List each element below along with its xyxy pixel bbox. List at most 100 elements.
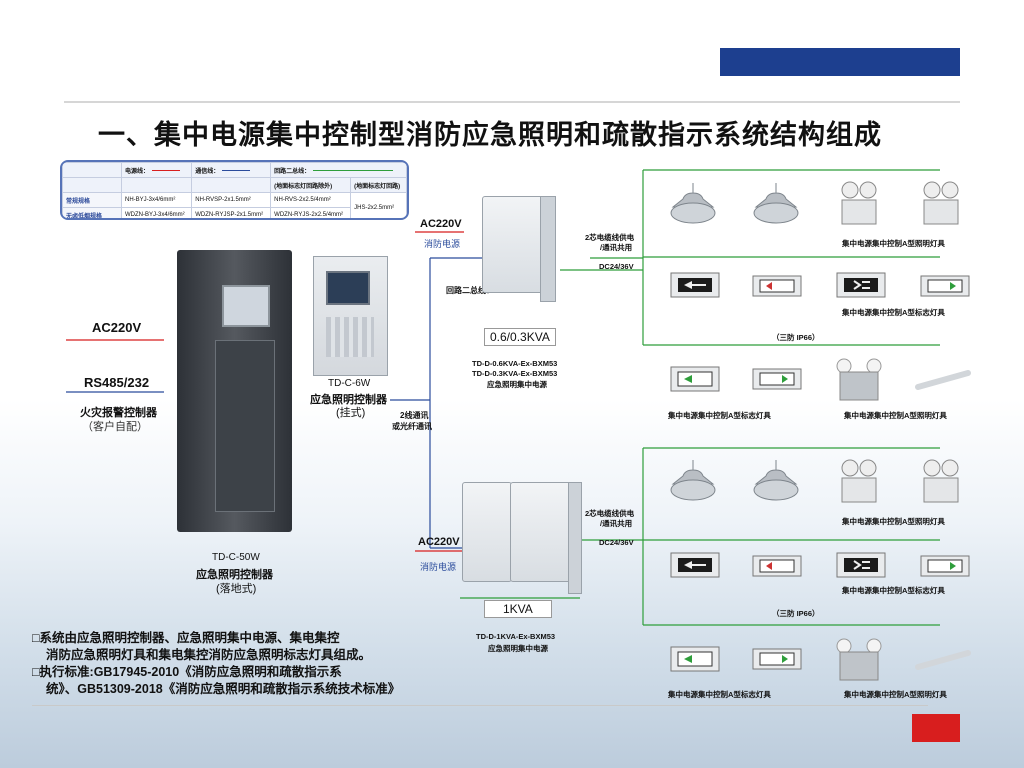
lower-ac220v-label: AC220V (418, 536, 460, 548)
upper-exit-sign-2 (752, 275, 802, 302)
lower-lamp-a-label-2: 集中电源集中控制A型照明灯具 (844, 690, 947, 699)
lower-twin-spot-lamp-1 (838, 458, 880, 511)
lower-hanging-lamp-2 (748, 460, 804, 511)
legend-row1-name: 常规规格 (62, 192, 122, 208)
note-line-3: □执行标准:GB17945-2010《消防应急照明和疏散指示系 (32, 665, 342, 679)
upper-cable-label-2: /通讯共用 (600, 243, 633, 252)
lower-tube-lamp (914, 650, 972, 675)
wall-controller-note: (挂式) (336, 407, 366, 419)
upper-twin-spot-lamp-2 (920, 180, 962, 233)
comm-mode-label-2: 或光纤通讯 (392, 422, 432, 431)
note-line-1: □系统由应急照明控制器、应急照明集中电源、集电集控 (32, 631, 340, 645)
cabinet-screen (222, 285, 270, 327)
lower-ip-label: （三防 IP66） (772, 609, 820, 618)
left-ac220v-label: AC220V (92, 320, 142, 335)
lower-exit-sign-3 (836, 552, 886, 583)
floor-controller-note: (落地式) (216, 583, 257, 595)
upper-ac220v-label: AC220V (420, 218, 462, 230)
wall-controller-model: TD-C-6W (328, 378, 371, 389)
lower-twin-spot-lamp-2 (920, 458, 962, 511)
lower-dc-label: DC24/36V (599, 538, 634, 547)
loop-line-swatch (313, 170, 394, 172)
legend-power-header: 电源线： (120, 162, 193, 178)
lower-exit-sign-6 (752, 648, 802, 675)
legend-blank-a (62, 177, 122, 193)
upper-lamp-a-label: 集中电源集中控制A型照明灯具 (842, 239, 945, 248)
lower-fire-power-label: 消防电源 (420, 562, 457, 572)
lower-capacity-label: 1KVA (484, 600, 552, 618)
upper-power-unit-name: 应急照明集中电源 (487, 380, 547, 389)
upper-model-2: TD-D-0.3KVA-Ex-BXM53 (472, 369, 558, 378)
legend-row2-loop: WDZN-RYJS-2x2.5/4mm² (270, 207, 352, 218)
comm-mode-label-1: 2线通讯 (400, 411, 429, 420)
upper-sign-a-label-2: 集中电源集中控制A型标志灯具 (668, 411, 771, 420)
upper-power-unit-image (482, 196, 546, 293)
lower-power-unit-bracket (568, 482, 582, 594)
lower-power-unit-name: 应急照明集中电源 (488, 644, 548, 653)
lower-cable-label-2: /通讯共用 (600, 519, 633, 528)
upper-loop-bus-label: 回路二总线： (446, 286, 494, 295)
lower-exit-sign-4 (920, 555, 970, 582)
upper-lamp-a-label-2: 集中电源集中控制A型照明灯具 (844, 411, 947, 420)
legend-row2-power: WDZN-BYJ-3x4/6mm² (120, 207, 193, 218)
lower-exit-sign-2 (752, 555, 802, 582)
floor-controller-model: TD-C-50W (212, 552, 260, 563)
system-notes: □系统由应急照明控制器、应急照明集中电源、集电集控 消防应急照明灯具和集电集控消… (32, 630, 452, 698)
legend-loop-header: 回路二总线： (270, 162, 407, 178)
wall-controller-screen (326, 271, 370, 305)
lower-hanging-lamp-1 (665, 460, 721, 511)
floor-controller-name: 应急照明控制器 (196, 569, 273, 581)
note-line-4: 统》、GB51309-2018《消防应急照明和疏散指示系统技术标准》 (46, 682, 401, 696)
lower-lamp-a-label: 集中电源集中控制A型照明灯具 (842, 517, 945, 526)
upper-fire-power-label: 消防电源 (424, 239, 461, 249)
upper-model-1: TD-D-0.6KVA-Ex-BXM53 (472, 359, 558, 368)
upper-dc-label: DC24/36V (599, 262, 634, 271)
upper-sign-a-label: 集中电源集中控制A型标志灯具 (842, 308, 945, 317)
upper-power-unit-bracket (540, 196, 556, 302)
header-rule (64, 101, 960, 103)
power-line-swatch (152, 170, 181, 172)
legend-blank-c (191, 177, 272, 193)
page-title: 一、集中电源集中控制型消防应急照明和疏散指示系统结构组成 (98, 120, 882, 150)
upper-ip-label: （三防 IP66） (772, 333, 820, 342)
upper-exit-sign-3 (836, 272, 886, 303)
lower-model: TD-D-1KVA-Ex-BXM53 (476, 632, 556, 641)
comm-line-swatch (222, 170, 251, 172)
upper-capacity-label: 0.6/0.3KVA (484, 328, 556, 346)
upper-twin-spot-lamp-1 (838, 180, 880, 233)
footer-rule (32, 705, 928, 706)
lower-sign-a-label-2: 集中电源集中控制A型标志灯具 (668, 690, 771, 699)
upper-twin-wall-lamp (834, 356, 884, 409)
upper-hanging-lamp-2 (748, 183, 804, 234)
lower-twin-wall-lamp (834, 636, 884, 689)
lower-power-unit-right-image (510, 482, 572, 582)
note-line-2: 消防应急照明灯具和集电集控消防应急照明标志灯具组成。 (46, 648, 372, 662)
left-rs485-label: RS485/232 (84, 375, 150, 390)
legend-loop-sub1: (地面标志灯回路除外) (270, 177, 352, 193)
wall-controller-image (313, 256, 388, 376)
upper-cable-label-1: 2芯电缆线供电 (585, 233, 635, 242)
header-blue-bar (720, 48, 960, 76)
lower-power-unit-left-image (462, 482, 512, 582)
fire-alarm-controller-label: 火灾报警控制器 (80, 407, 157, 419)
upper-hanging-lamp-1 (665, 183, 721, 234)
footer-red-box (912, 714, 960, 742)
lower-exit-sign-5 (670, 646, 720, 677)
legend-loop-sub2: (地面标志灯回路) (350, 177, 407, 193)
lower-cable-label-1: 2芯电缆线供电 (585, 509, 635, 518)
wall-controller-keys (326, 317, 374, 357)
legend-loop-ground: JHS-2x2.5mm² (350, 192, 407, 218)
upper-tube-lamp (914, 370, 972, 395)
fire-alarm-controller-note: （客户自配） (82, 421, 148, 433)
cabinet-panel (215, 340, 275, 512)
upper-exit-sign-5 (670, 366, 720, 397)
wall-controller-name: 应急照明控制器 (310, 394, 387, 406)
floor-controller-cabinet-image (177, 250, 292, 532)
cable-legend-table: 电源线： 通信线： 回路二总线： (地面标志灯回路除外) (地面标志灯回路) 常… (60, 160, 409, 220)
upper-exit-sign-1 (670, 272, 720, 303)
lower-sign-a-label: 集中电源集中控制A型标志灯具 (842, 586, 945, 595)
upper-exit-sign-6 (752, 368, 802, 395)
lower-exit-sign-1 (670, 552, 720, 583)
upper-exit-sign-4 (920, 275, 970, 302)
